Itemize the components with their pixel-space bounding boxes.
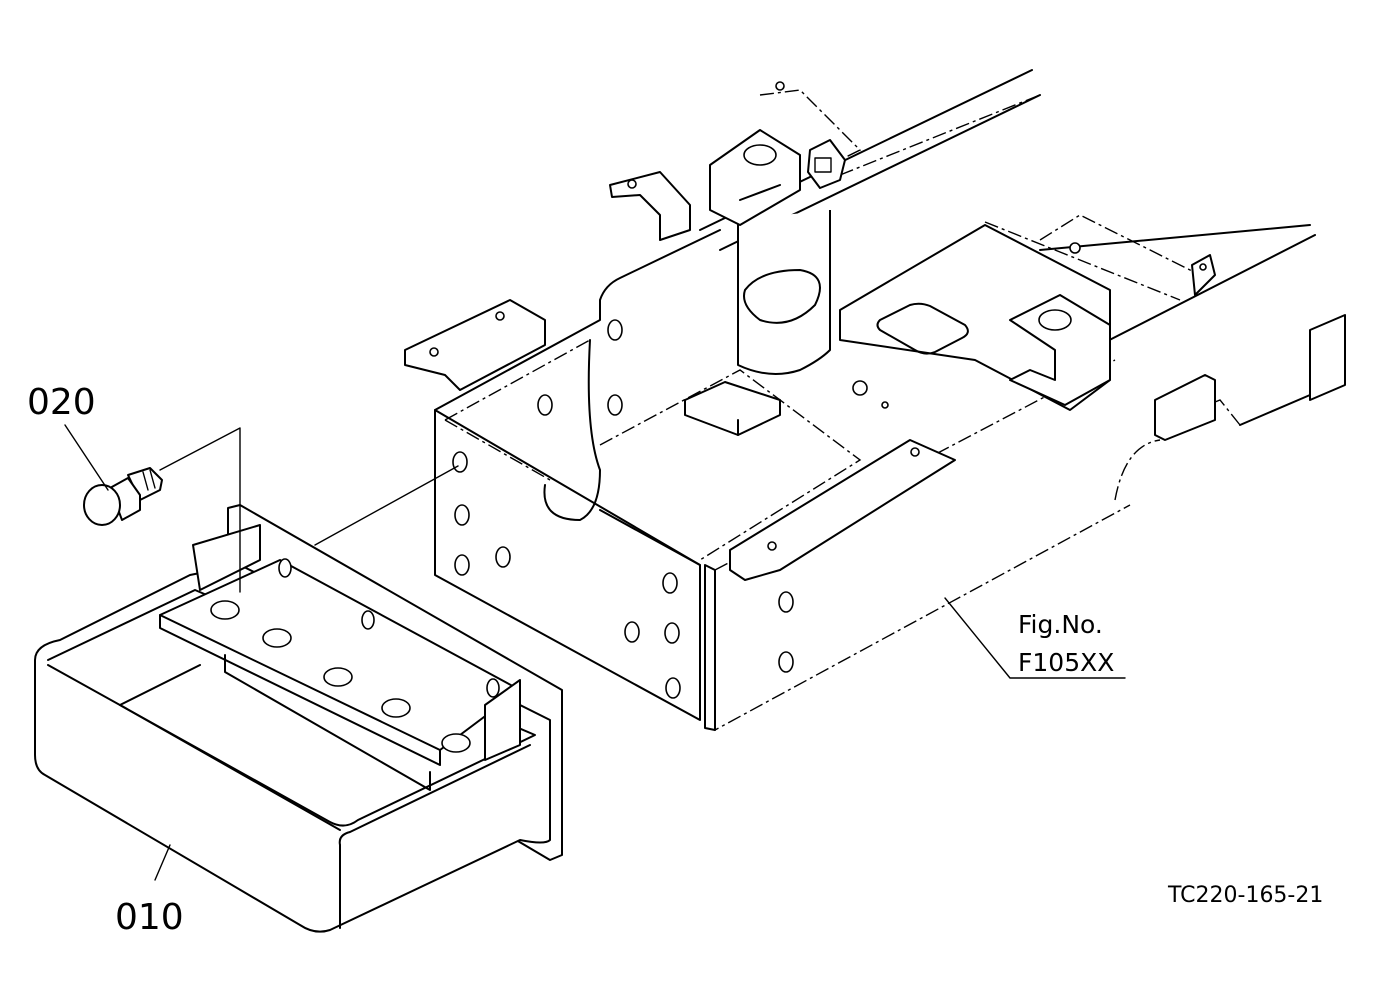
part-010-weight xyxy=(34,504,563,933)
part-label-020: 020 xyxy=(27,382,96,423)
part-020-bolt xyxy=(83,427,241,593)
fig-ref-label-line1: Fig.No. xyxy=(1018,610,1103,639)
fig-ref-leader xyxy=(944,597,1126,679)
label-010-leader xyxy=(154,844,171,881)
fig-ref-label-line2: F105XX xyxy=(1018,648,1114,677)
drawing-code: TC220-165-21 xyxy=(1167,883,1323,908)
label-020-leader xyxy=(64,424,109,491)
chassis-frame xyxy=(404,69,1346,732)
assembly-leader-line xyxy=(314,465,459,546)
part-label-010: 010 xyxy=(115,897,184,938)
bolt-leader-line xyxy=(159,427,241,593)
